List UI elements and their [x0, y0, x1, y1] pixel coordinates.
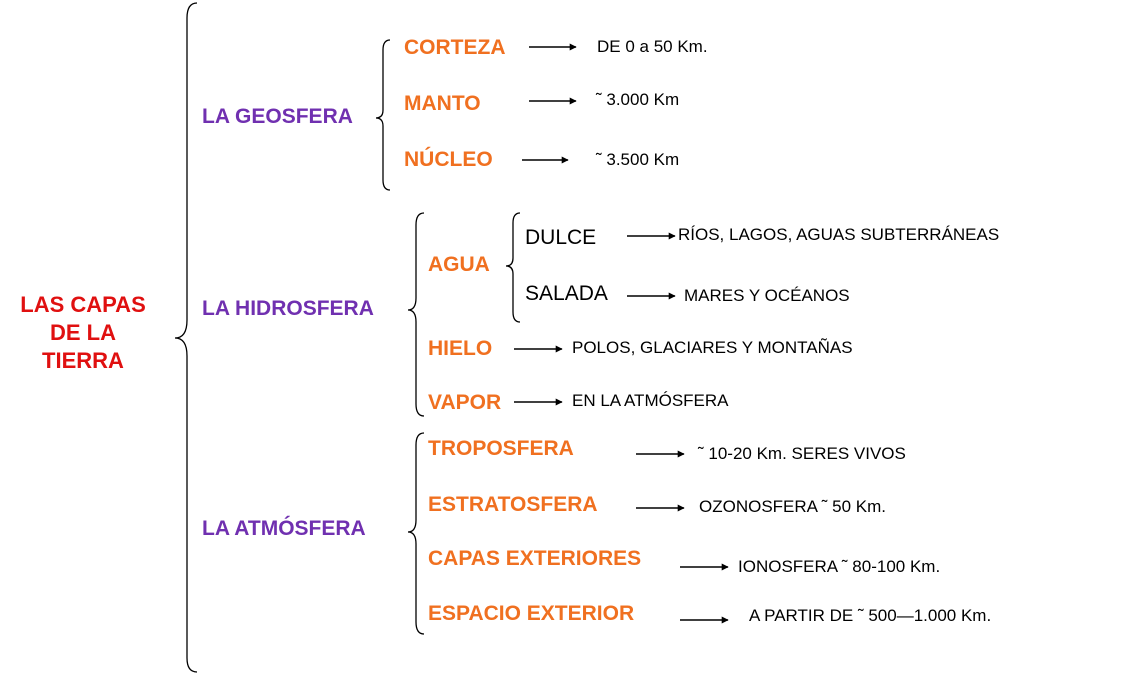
manto-label: MANTO: [404, 92, 481, 115]
salada-info: MARES Y OCÉANOS: [684, 286, 850, 305]
dulce-label: DULCE: [525, 226, 597, 249]
vapor-info: EN LA ATMÓSFERA: [572, 391, 729, 410]
root-line-1: LAS CAPAS: [20, 292, 146, 317]
salada-label: SALADA: [525, 282, 608, 305]
manto-info: ˜ 3.000 Km: [596, 90, 680, 109]
espacio-exterior-label: ESPACIO EXTERIOR: [428, 602, 635, 625]
hidrosfera-brace: [407, 212, 425, 417]
root-line-3: TIERRA: [42, 348, 124, 373]
geosfera-label: LA GEOSFERA: [202, 105, 353, 128]
agua-brace: [505, 212, 521, 323]
dulce-info: RÍOS, LAGOS, AGUAS SUBTERRÁNEAS: [678, 225, 1000, 244]
hidrosfera-label: LA HIDROSFERA: [202, 297, 374, 320]
vapor-label: VAPOR: [428, 391, 502, 414]
troposfera-label: TROPOSFERA: [428, 437, 574, 460]
agua-label: AGUA: [428, 253, 490, 276]
nucleo-label: NÚCLEO: [404, 148, 493, 171]
hielo-info: POLOS, GLACIARES Y MONTAÑAS: [572, 338, 853, 357]
root-line-2: DE LA: [50, 320, 116, 345]
atmosfera-brace: [407, 432, 425, 635]
geosfera-brace: [375, 39, 391, 191]
atmosfera-label: LA ATMÓSFERA: [202, 517, 366, 540]
main-brace: [174, 2, 198, 673]
espacio-exterior-info: A PARTIR DE ˜ 500—1.000 Km.: [749, 606, 992, 625]
estratosfera-info: OZONOSFERA ˜ 50 Km.: [699, 497, 887, 516]
capas-exteriores-label: CAPAS EXTERIORES: [428, 547, 642, 570]
root-label: LAS CAPAS DE LA TIERRA: [8, 291, 158, 375]
troposfera-info: ˜ 10-20 Km. SERES VIVOS: [698, 444, 906, 463]
estratosfera-label: ESTRATOSFERA: [428, 493, 598, 516]
corteza-label: CORTEZA: [404, 36, 506, 59]
capas-exteriores-info: IONOSFERA ˜ 80-100 Km.: [738, 557, 941, 576]
nucleo-info: ˜ 3.500 Km: [596, 150, 680, 169]
hielo-label: HIELO: [428, 337, 493, 360]
corteza-info: DE 0 a 50 Km.: [597, 37, 708, 56]
